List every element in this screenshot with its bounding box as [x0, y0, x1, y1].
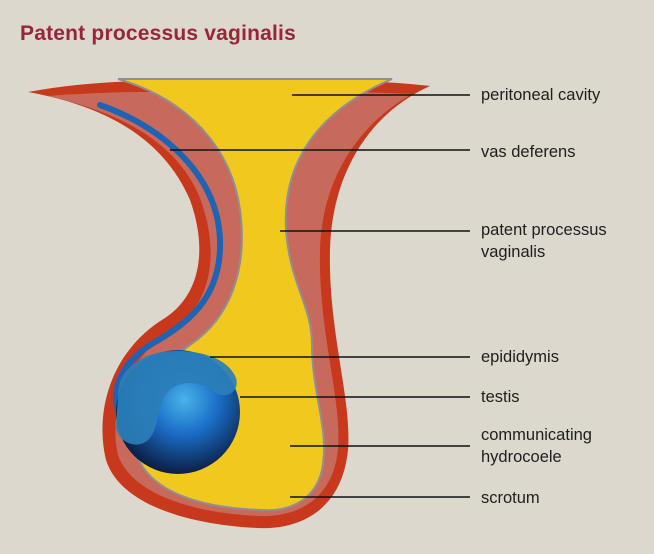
label-patent-processus-line1: patent processus: [481, 219, 607, 241]
label-peritoneal-cavity: peritoneal cavity: [481, 84, 600, 106]
label-vas-deferens: vas deferens: [481, 141, 575, 163]
label-hydrocoele-line1: communicating: [481, 424, 592, 446]
label-hydrocoele-line2: hydrocoele: [481, 446, 592, 468]
label-epididymis: epididymis: [481, 346, 559, 368]
label-testis: testis: [481, 386, 520, 408]
label-patent-processus-vaginalis: patent processus vaginalis: [481, 219, 607, 263]
label-scrotum: scrotum: [481, 487, 540, 509]
label-communicating-hydrocoele: communicating hydrocoele: [481, 424, 592, 468]
label-patent-processus-line2: vaginalis: [481, 241, 607, 263]
